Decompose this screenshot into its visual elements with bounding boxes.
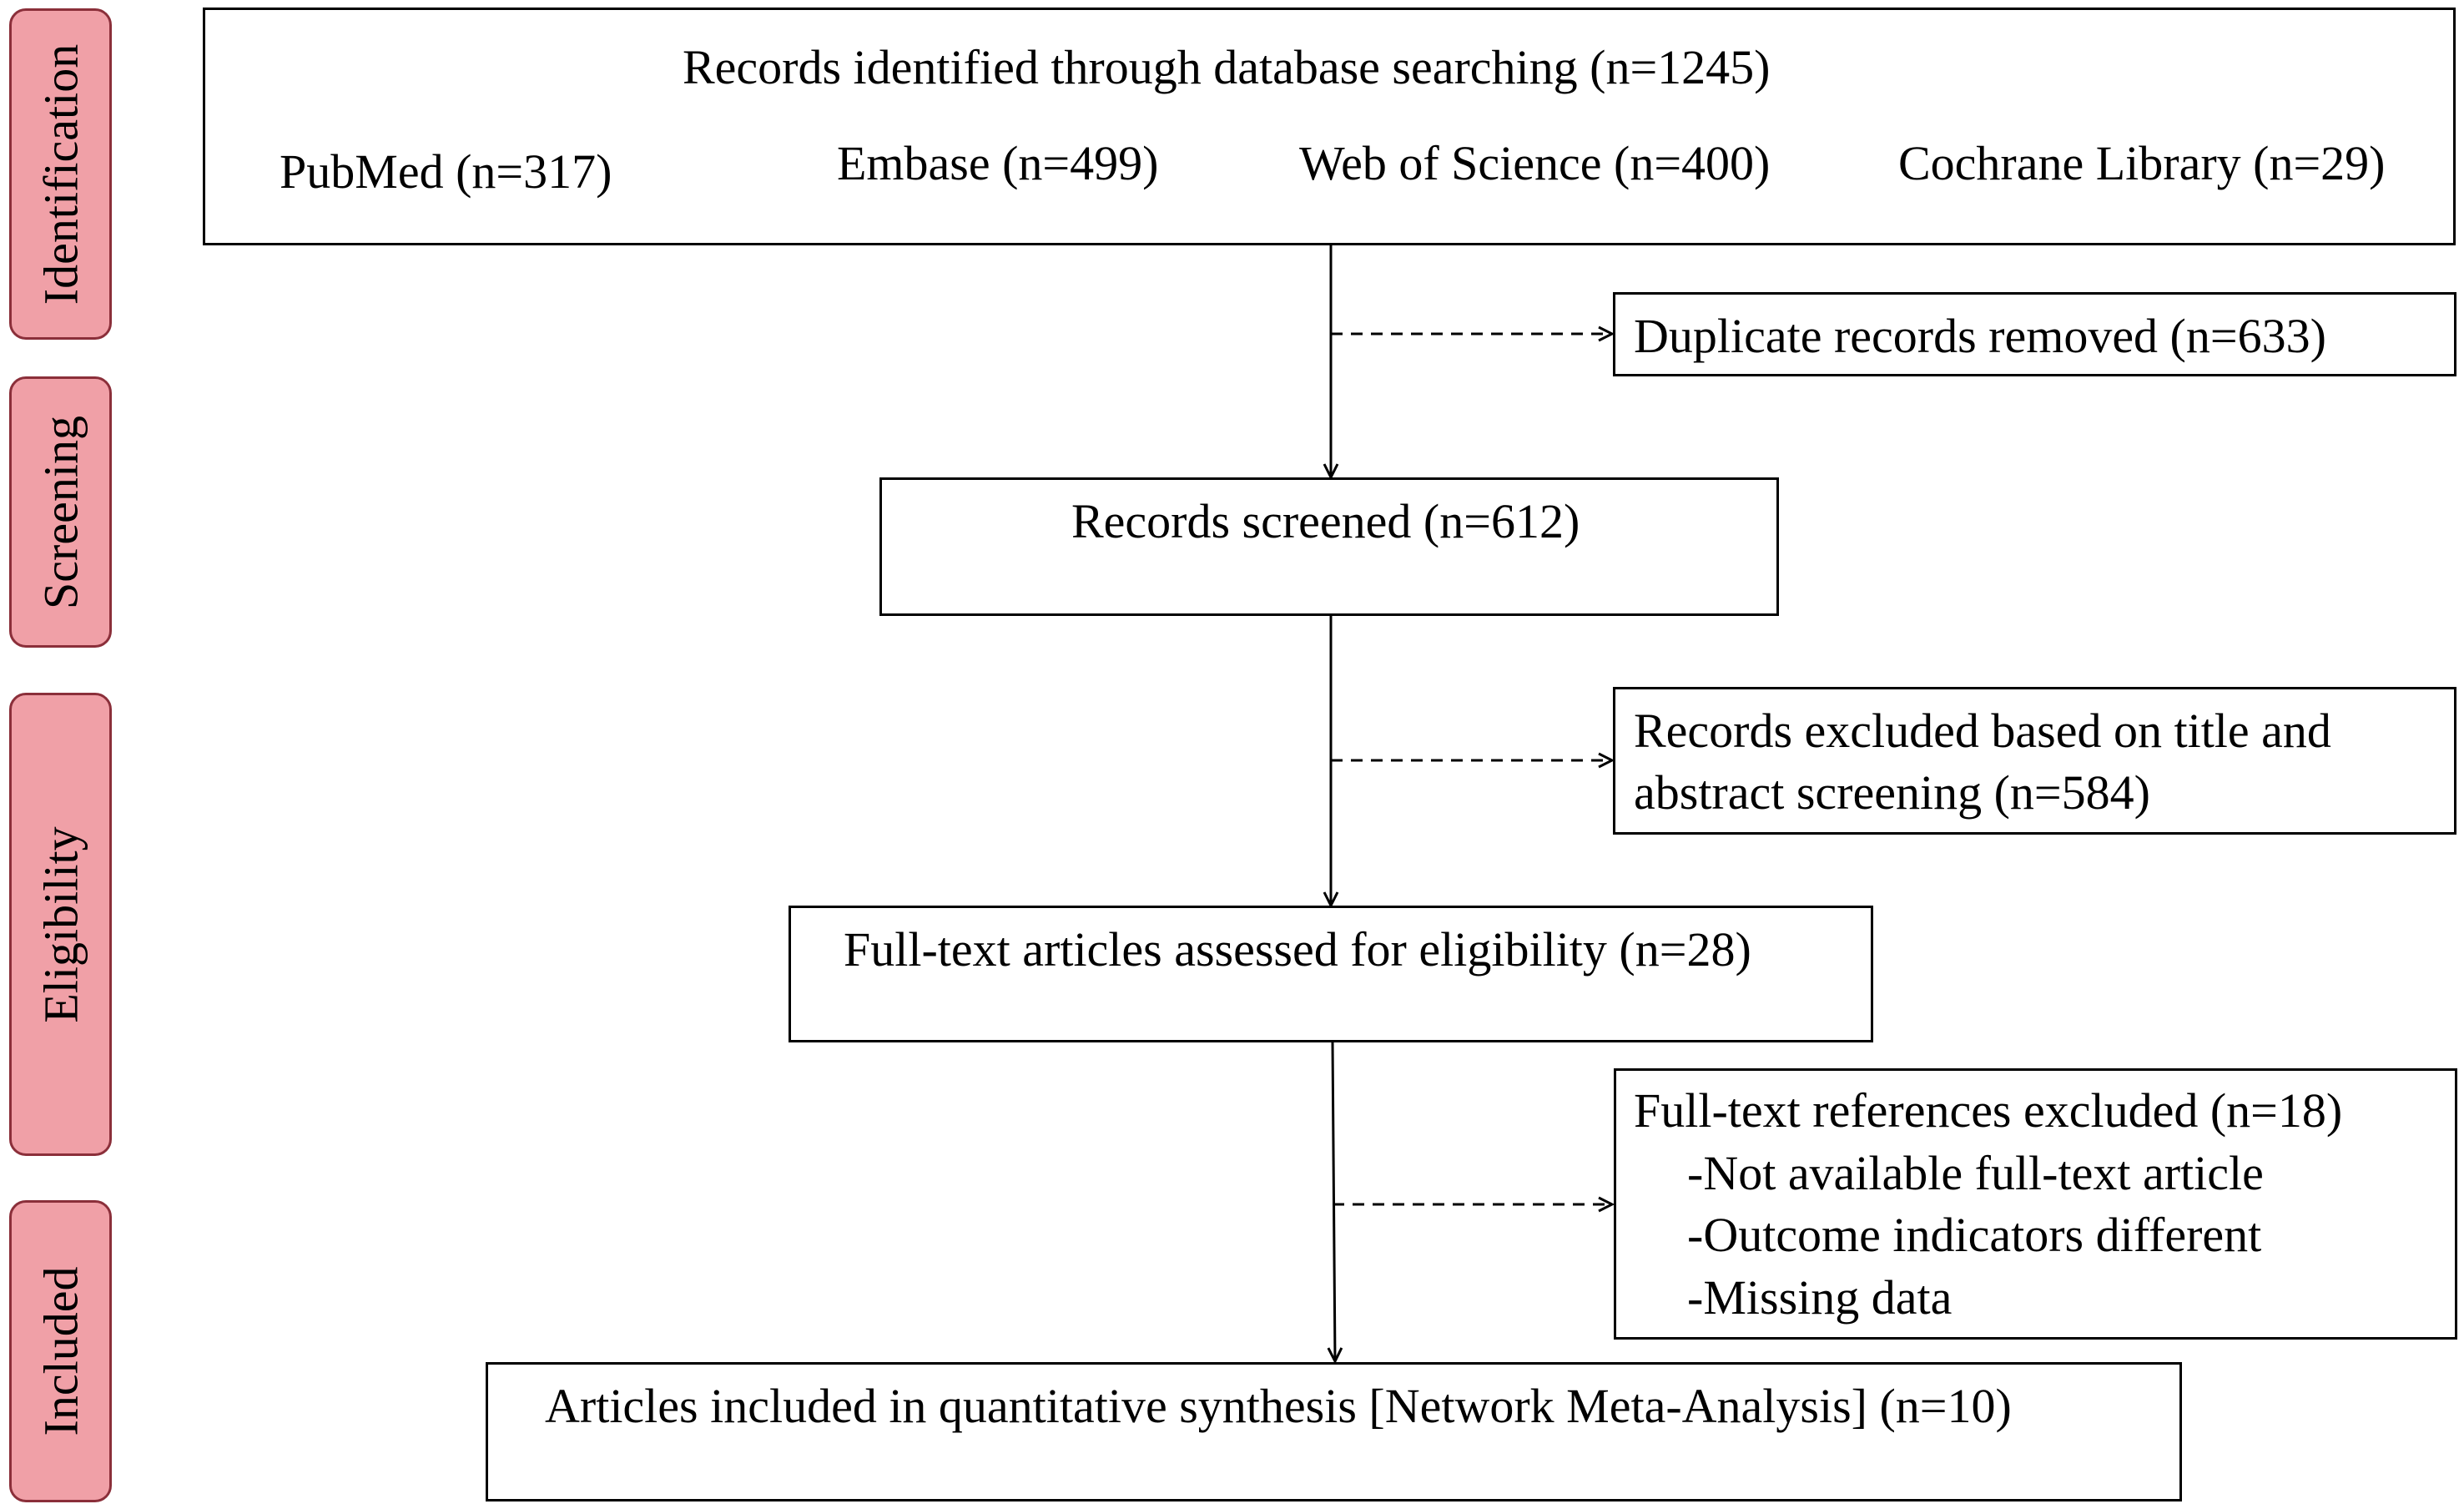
excluded-title-line-1: Records excluded based on title and <box>1634 704 2331 758</box>
fulltext-excluded-box <box>1614 1068 2457 1340</box>
source-cochrane: Cochrane Library (n=29) <box>1898 136 2386 190</box>
included-box <box>486 1362 2182 1501</box>
phase-screening-label: Screening <box>33 415 88 609</box>
fulltext-excluded-reason-1: -Not available full-text article <box>1687 1146 2264 1200</box>
source-pubmed: PubMed (n=317) <box>280 144 612 199</box>
identified-title: Records identified through database sear… <box>683 40 1771 94</box>
phase-included-label: Included <box>33 1266 88 1436</box>
screened-box <box>879 477 1779 616</box>
fulltext-excluded-reason-2: -Outcome indicators different <box>1687 1208 2262 1262</box>
fulltext-box <box>789 906 1873 1042</box>
phase-identification: Identification <box>9 8 112 340</box>
phase-included: Included <box>9 1200 112 1502</box>
duplicates-box <box>1613 292 2456 376</box>
fulltext-text: Full-text articles assessed for eligibil… <box>844 922 1751 977</box>
fulltext-excluded-reason-3: -Missing data <box>1687 1270 1953 1325</box>
phase-identification-label: Identification <box>33 43 88 305</box>
arrow-fulltext-to-included <box>1333 1042 1335 1361</box>
included-text: Articles included in quantitative synthe… <box>545 1379 2012 1433</box>
fulltext-excluded-title: Full-text references excluded (n=18) <box>1634 1083 2343 1138</box>
source-embase: Embase (n=499) <box>837 136 1159 190</box>
identified-box <box>203 8 2456 245</box>
excluded-title-line-2: abstract screening (n=584) <box>1634 765 2150 820</box>
phase-eligibility-label: Eligibility <box>33 825 88 1023</box>
screened-text: Records screened (n=612) <box>1071 494 1580 548</box>
excluded-title-box <box>1613 687 2456 835</box>
duplicates-text: Duplicate records removed (n=633) <box>1634 309 2326 363</box>
phase-eligibility: Eligibility <box>9 693 112 1156</box>
source-web-of-science: Web of Science (n=400) <box>1299 136 1771 190</box>
phase-screening: Screening <box>9 376 112 648</box>
